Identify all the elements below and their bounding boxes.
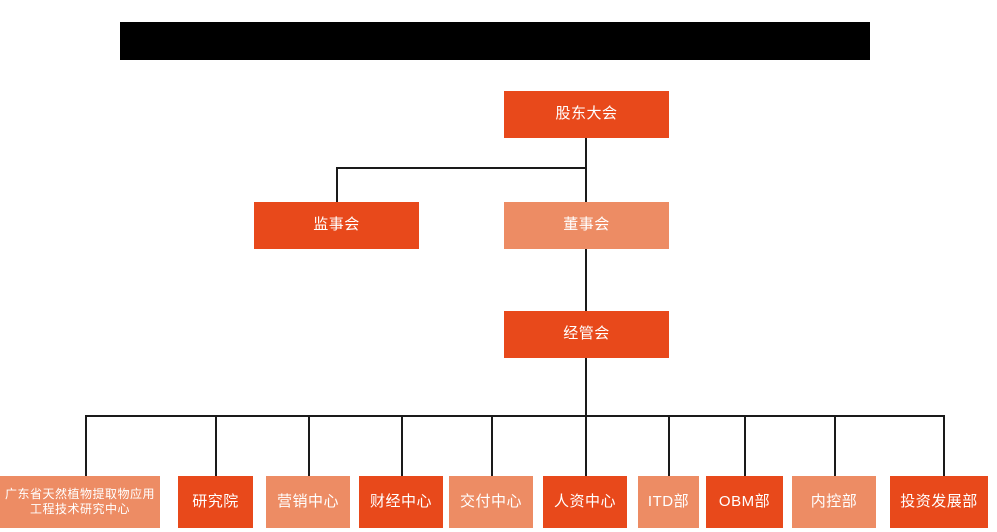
connector-directors-to-management [585,249,587,311]
node-label: 交付中心 [459,492,522,510]
connector-drop-finance-center [401,415,403,476]
node-directors[interactable]: 董事会 [504,202,669,249]
node-management[interactable]: 经管会 [504,311,669,358]
node-label: 股东大会 [555,105,618,123]
node-investment-development-dept[interactable]: 投资发展部 [890,476,988,528]
connector-drop-hr-center [585,415,587,476]
node-institute[interactable]: 研究院 [178,476,253,528]
connector-drop-institute [215,415,217,476]
node-internal-control-dept[interactable]: 内控部 [792,476,876,528]
node-label: 广东省天然植物提取物应用工程技术研究中心 [4,487,155,516]
node-obm-dept[interactable]: OBM部 [706,476,783,528]
node-marketing-center[interactable]: 营销中心 [266,476,350,528]
connector-directors-drop [585,167,587,202]
connector-drop-investment-development-dept [943,415,945,476]
node-label: 营销中心 [276,492,339,510]
node-itd-dept[interactable]: ITD部 [638,476,699,528]
node-label: 人资中心 [553,492,616,510]
node-label: 投资发展部 [900,492,978,510]
connector-supervisors-drop [336,167,338,202]
node-label: 董事会 [563,216,610,234]
connector-drop-research-center [85,415,87,476]
node-label: 监事会 [313,216,360,234]
node-label: ITD部 [647,492,690,510]
node-research-center[interactable]: 广东省天然植物提取物应用工程技术研究中心 [0,476,160,528]
node-label: OBM部 [718,492,771,510]
node-label: 研究院 [192,492,239,510]
connector-drop-delivery-center [491,415,493,476]
connector-bottom-bus [85,415,943,417]
redacted-title-bar [120,22,870,60]
connector-drop-marketing-center [308,415,310,476]
node-label: 财经中心 [369,492,432,510]
connector-drop-internal-control-dept [834,415,836,476]
node-label: 内控部 [810,492,858,510]
node-shareholders[interactable]: 股东大会 [504,91,669,138]
connector-shareholders-down [585,138,587,169]
connector-drop-obm-dept [744,415,746,476]
connector-drop-itd-dept [668,415,670,476]
node-label: 经管会 [563,325,610,343]
connector-row2-bus [336,167,587,169]
connector-management-down [585,358,587,416]
node-delivery-center[interactable]: 交付中心 [449,476,533,528]
node-finance-center[interactable]: 财经中心 [359,476,443,528]
node-hr-center[interactable]: 人资中心 [543,476,627,528]
node-supervisors[interactable]: 监事会 [254,202,419,249]
